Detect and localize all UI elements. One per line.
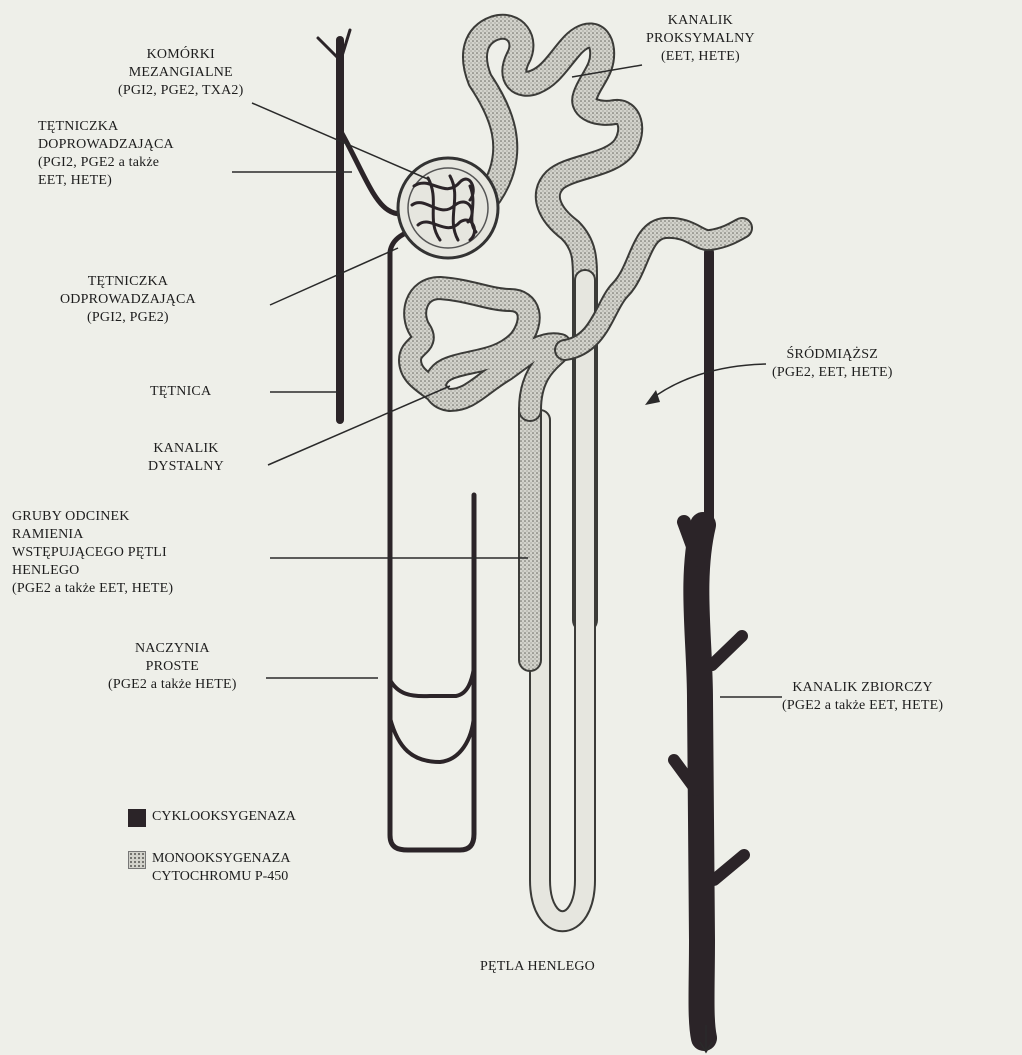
efferent-arteriole — [390, 228, 474, 850]
artery-label: TĘTNICA — [150, 383, 211, 401]
loop-of-henle-label: PĘTLA HENLEGO — [480, 958, 595, 976]
efferent-arteriole-label: TĘTNICZKA ODPROWADZAJĄCA (PGI2, PGE2) — [60, 273, 196, 327]
vasa-recta-label: NACZYNIA PROSTE (PGE2 a także HETE) — [108, 640, 237, 694]
mesangial-cells-label: KOMÓRKI MEZANGIALNE (PGI2, PGE2, TXA2) — [118, 46, 243, 100]
interstitium-arrowhead — [645, 390, 660, 405]
dark-square-icon — [128, 809, 146, 827]
vasa-recta-loop-2 — [390, 716, 474, 762]
collecting-duct-branch-4 — [714, 855, 744, 880]
proximal-tubule-label: KANALIK PROKSYMALNY (EET, HETE) — [646, 12, 755, 66]
interstitium-label: ŚRÓDMIĄŻSZ (PGE2, EET, HETE) — [772, 346, 893, 382]
vasa-recta-loop-1 — [390, 668, 474, 696]
thick-ascending-limb-label: GRUBY ODCINEK RAMIENIA WSTĘPUJĄCEGO PĘTL… — [12, 508, 173, 598]
collecting-duct — [696, 525, 704, 1038]
leader-distal — [268, 386, 450, 465]
legend-monooxygenase: MONOOKSYGENAZA CYTOCHROMU P-450 — [128, 850, 290, 886]
collecting-duct-branch-2 — [712, 636, 742, 665]
distal-tubule-label: KANALIK DYSTALNY — [148, 440, 224, 476]
dotted-square-icon — [128, 851, 146, 869]
leader-efferent — [270, 248, 398, 305]
afferent-arteriole-label: TĘTNICZKA DOPROWADZAJĄCA (PGI2, PGE2 a t… — [38, 118, 174, 190]
legend-cyclooxygenase: CYKLOOKSYGENAZA — [128, 808, 296, 827]
collecting-duct-label: KANALIK ZBIORCZY (PGE2 a także EET, HETE… — [782, 679, 943, 715]
